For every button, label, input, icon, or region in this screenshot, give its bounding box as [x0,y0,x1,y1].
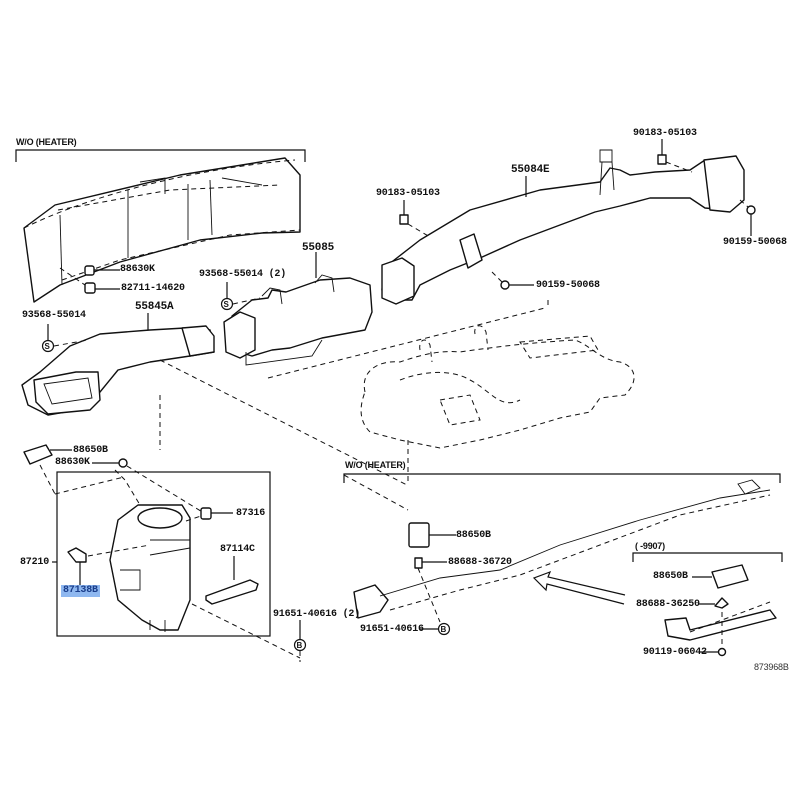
part-label-90159-50068-mid[interactable]: 90159-50068 [536,280,600,291]
part-label-90183-05103-right[interactable]: 90183-05103 [633,128,697,139]
section-label-lower-right: W/O (HEATER) [345,460,406,470]
relay-88650B-mid [408,522,456,548]
dashboard-outline [360,325,635,485]
svg-text:B: B [441,625,447,634]
section-label-inset: ( -9907) [635,541,665,551]
cover-88650B-left [23,444,125,495]
part-label-87114C[interactable]: 87114C [220,544,255,555]
leader-line [159,359,408,486]
screw-90159-mid [491,271,534,290]
part-label-88650B-left[interactable]: 88650B [73,445,108,456]
part-label-91651-40616-x2[interactable]: 91651-40616 (2) [273,609,361,620]
bolt-90119 [700,612,727,657]
instrument-panel-duct-left [23,157,301,303]
part-label-88650B-mid[interactable]: 88650B [456,530,491,541]
svg-text:B: B [297,641,303,650]
reinforcement-bar [353,479,771,619]
part-label-55845A[interactable]: 55845A [135,301,174,313]
part-label-55084E[interactable]: 55084E [511,164,550,176]
clip-88630K-left [92,458,205,514]
clip-88688-36720 [414,557,447,623]
section-bracket-lower-right [343,473,781,511]
clip-90183-left [399,200,431,238]
center-duct-55085 [223,252,549,379]
part-label-87316[interactable]: 87316 [236,508,266,519]
part-87138B [67,544,151,586]
clip-88630K-top [84,265,120,276]
part-label-91651-40616[interactable]: 91651-40616 [360,624,424,635]
part-label-90183-05103-left[interactable]: 90183-05103 [376,188,440,199]
heater-unit-87210 [109,469,191,632]
part-label-87138B-highlighted[interactable]: 87138B [61,585,100,597]
svg-text:S: S [45,342,51,351]
screw-s-center: S [220,282,261,311]
side-duct-55845A [21,313,215,416]
part-label-87210[interactable]: 87210 [20,557,50,568]
clip-88688-36250 [698,597,729,609]
inset-bar [664,601,777,641]
part-label-88688-36720[interactable]: 88688-36720 [448,557,512,568]
bolt-b-mid: B [420,622,451,636]
figure-id: 873968B [754,662,789,672]
heater-unit-frame [52,471,271,637]
part-label-88650B-right[interactable]: 88650B [653,571,688,582]
section-bracket-top-left [15,149,306,162]
section-label-top-left: W/O (HEATER) [16,137,77,147]
svg-text:S: S [224,300,230,309]
direction-arrow [532,570,626,605]
part-label-88630K[interactable]: 88630K [120,264,155,275]
relay-88650B-right [692,564,749,589]
screw-s-left: S [41,324,89,353]
clip-90183-right [657,139,693,173]
inset-bracket [632,552,783,562]
screw-90159-right [739,199,756,236]
part-label-88688-36250[interactable]: 88688-36250 [636,599,700,610]
part-label-88630K-left[interactable]: 88630K [55,457,90,468]
clip-82711 [59,267,120,294]
main-duct-55084E [381,149,745,305]
part-label-90159-50068-right[interactable]: 90159-50068 [723,237,787,248]
part-87114C [205,556,259,605]
part-label-93568-55014[interactable]: 93568-55014 [22,310,86,321]
part-87316 [185,507,233,522]
bolt-b-left: B [191,603,307,662]
part-label-90119-06042[interactable]: 90119-06042 [643,647,707,658]
part-label-82711-14620[interactable]: 82711-14620 [121,283,185,294]
part-label-93568-55014-x2[interactable]: 93568-55014 (2) [199,269,287,280]
part-label-55085[interactable]: 55085 [302,242,335,254]
